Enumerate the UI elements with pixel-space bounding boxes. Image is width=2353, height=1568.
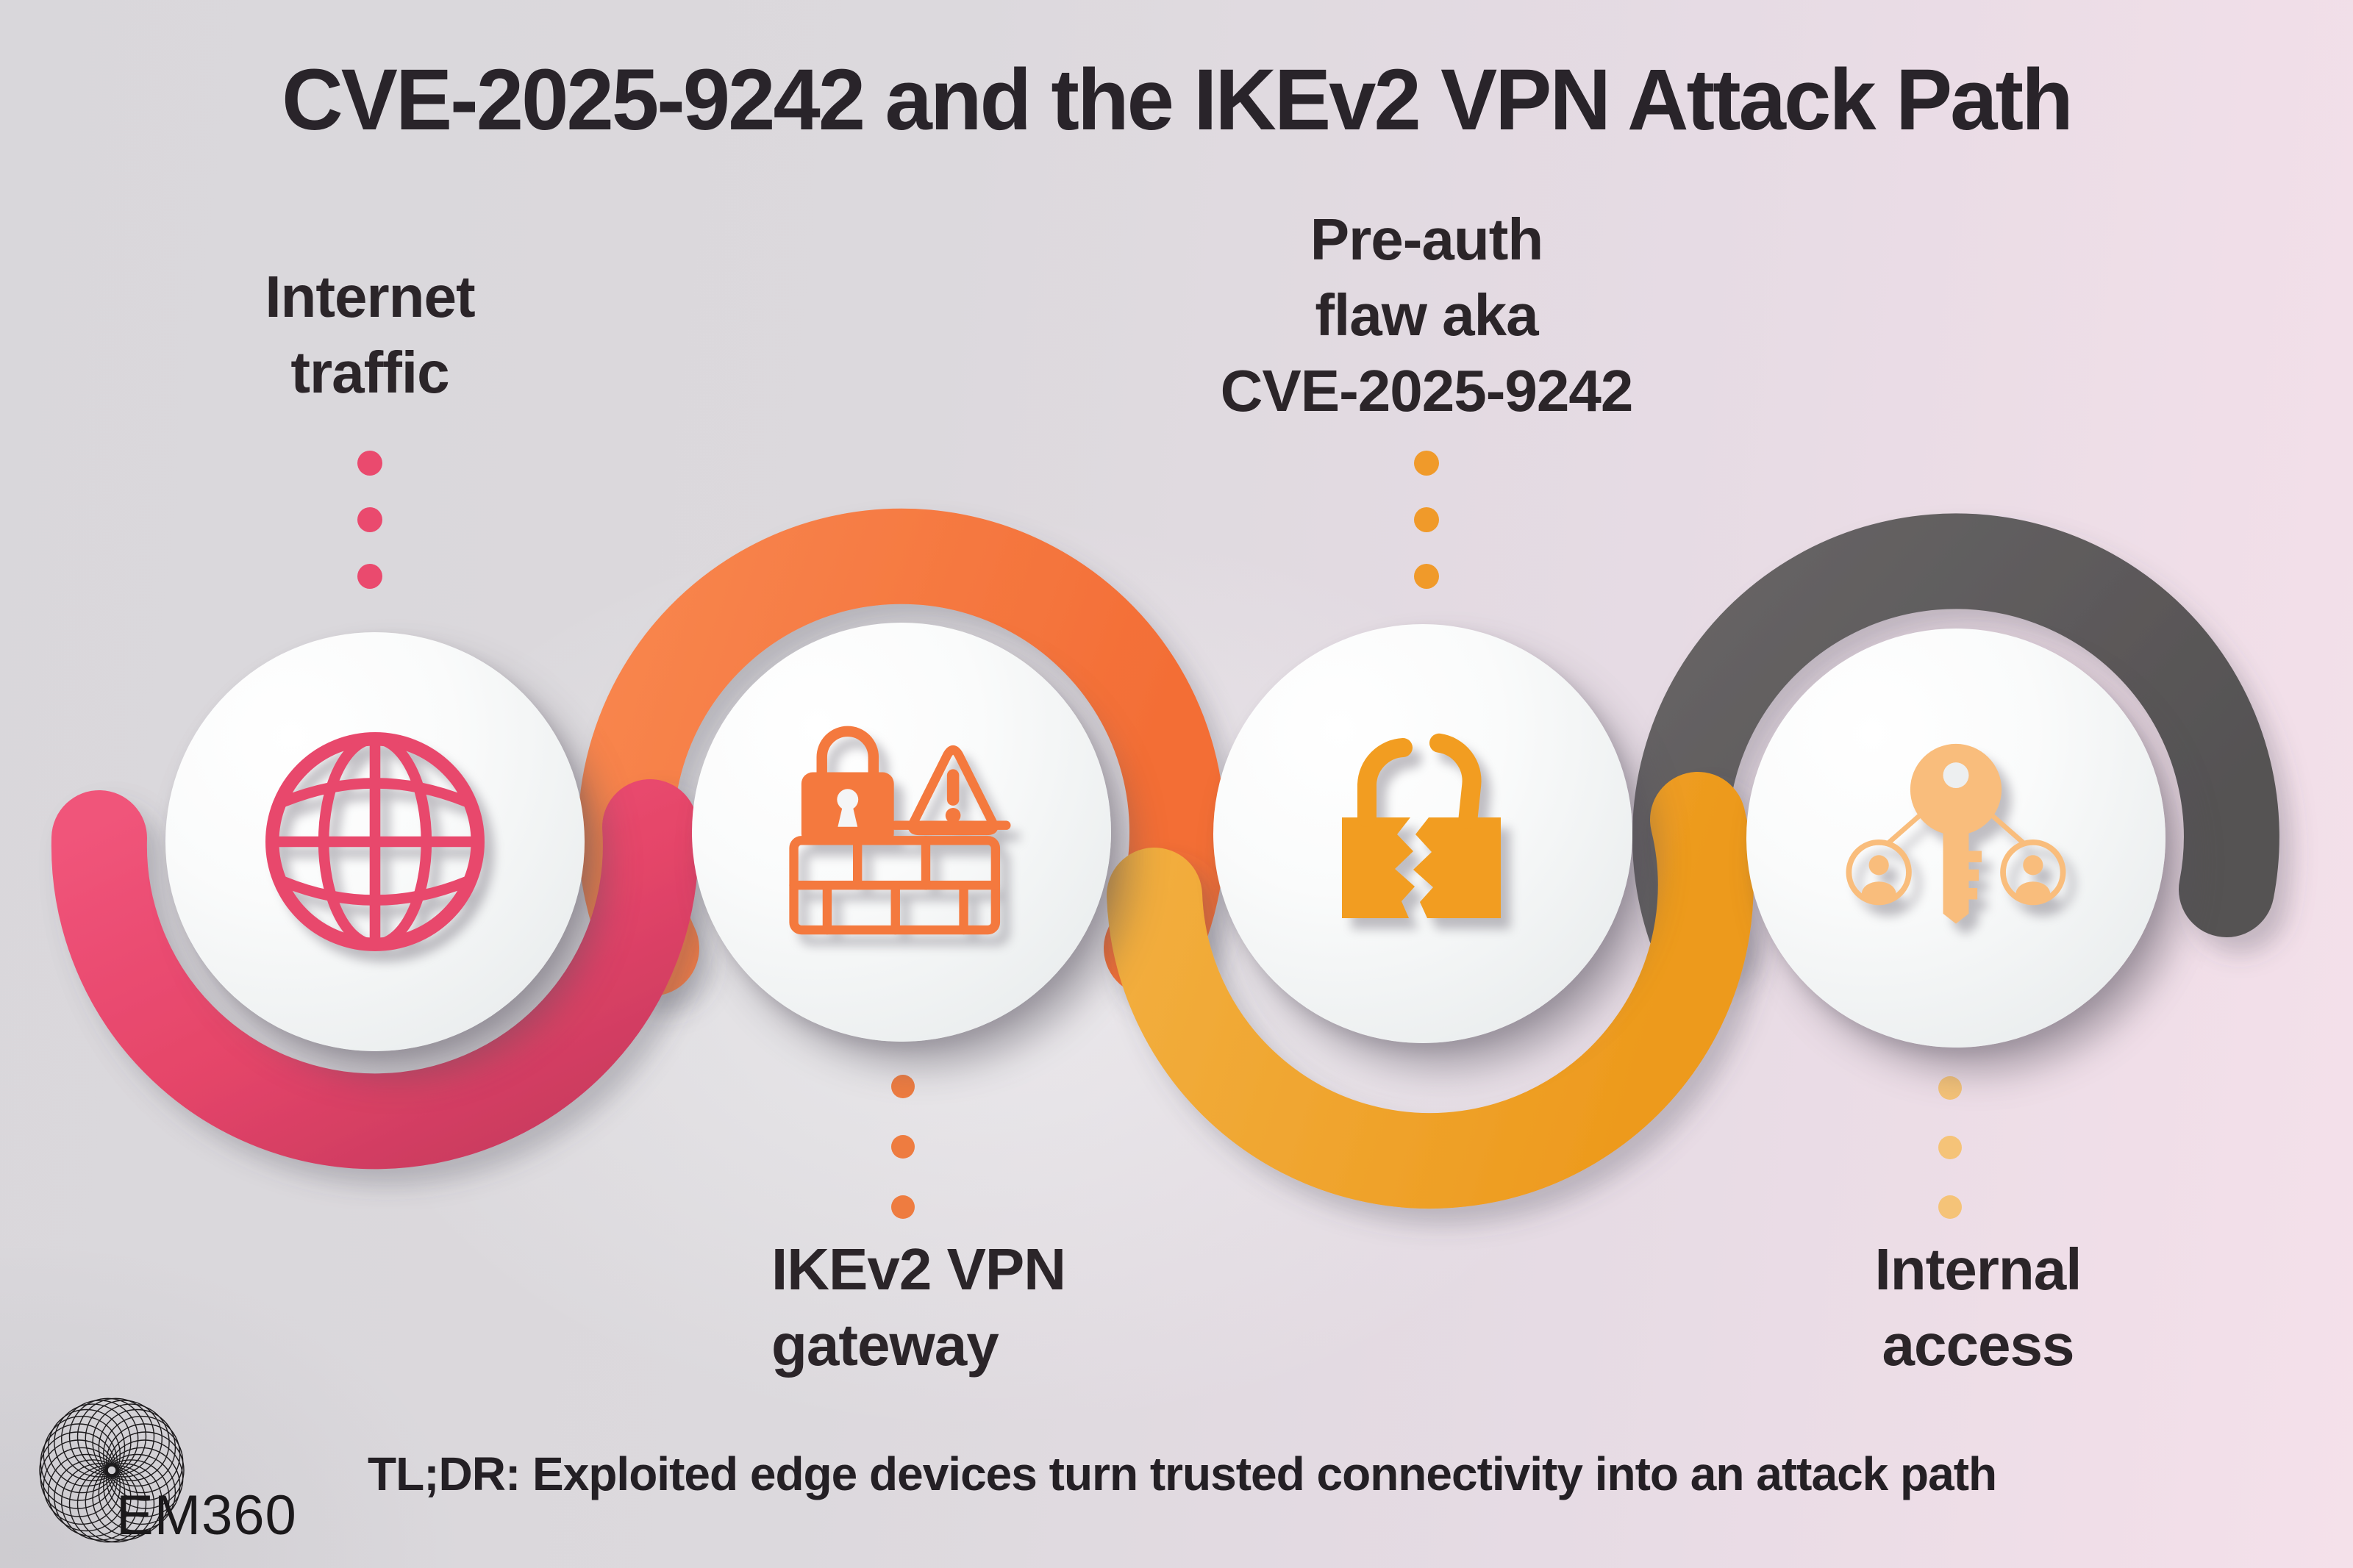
label-line: access xyxy=(1882,1312,2075,1378)
dotted-connector-vpn-gateway xyxy=(891,1075,915,1219)
label-line: Internet xyxy=(265,264,475,329)
em360-logo-text: EM360 xyxy=(116,1484,297,1547)
label-line: flaw aka xyxy=(1315,282,1538,348)
em360-logo: EM360 xyxy=(34,1397,343,1558)
broken-padlock-icon xyxy=(1342,733,1501,918)
label-ikev2-vpn-gateway: IKEv2 VPN gateway xyxy=(771,1231,1286,1383)
tldr-summary: TL;DR: Exploited edge devices turn trust… xyxy=(368,1447,1997,1500)
globe-icon xyxy=(265,732,485,951)
dotted-connector-pre-auth-flaw xyxy=(1414,451,1439,589)
em360-logo-icon xyxy=(39,1397,185,1543)
arc-internet-traffic xyxy=(51,779,699,1170)
label-line: CVE-2025-9242 xyxy=(1220,358,1634,423)
arc-vpn-gateway xyxy=(578,508,1225,996)
dotted-connector-internal-access xyxy=(1938,1076,1962,1219)
node-internal-access xyxy=(1746,629,2165,1048)
key-shared-access-icon xyxy=(1846,743,2066,924)
label-line: traffic xyxy=(290,340,449,405)
label-internal-access: Internal access xyxy=(1684,1231,2272,1383)
node-ikev2-vpn-gateway xyxy=(692,623,1111,1042)
label-line: Pre-auth xyxy=(1310,207,1544,272)
arc-pre-auth-flaw xyxy=(1107,772,1754,1209)
dotted-connector-internet-traffic xyxy=(357,451,382,589)
label-line: IKEv2 VPN xyxy=(771,1236,1066,1302)
label-pre-auth-flaw: Pre-auth flaw aka CVE-2025-9242 xyxy=(1132,201,1721,429)
label-line: Internal xyxy=(1874,1236,2082,1302)
firewall-lock-warning-icon xyxy=(789,726,1011,935)
label-internet-traffic: Internet traffic xyxy=(149,259,590,410)
page-title: CVE-2025-9242 and the IKEv2 VPN Attack P… xyxy=(282,51,2074,148)
node-internet-traffic xyxy=(165,632,585,1051)
node-pre-auth-flaw xyxy=(1213,624,1632,1043)
label-line: gateway xyxy=(771,1312,999,1378)
